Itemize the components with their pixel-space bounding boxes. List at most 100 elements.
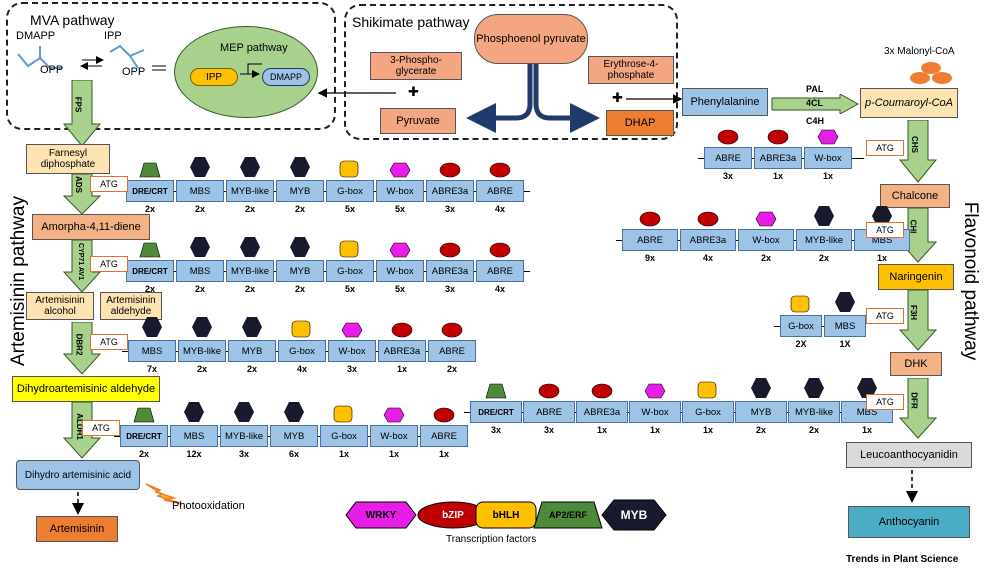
mep-title: MEP pathway [220, 42, 288, 54]
c_cyp-count-7: 4x [494, 284, 505, 294]
c_cyp-count-3: 2x [294, 284, 305, 294]
pyruvate-to-mep-arrow [317, 88, 396, 98]
c_chi-count-0: 9x [644, 253, 655, 263]
c_aldh-element-5: W-box [370, 425, 418, 447]
artemisinin-alcohol-box: Artemisinin alcohol [26, 292, 94, 320]
legend-wrky-label: WRKY [365, 509, 397, 521]
c_aldh-count-3: 6x [288, 449, 299, 459]
c_ads-tf-icon-1 [189, 156, 211, 183]
c_ads-atg-box: ATG [90, 176, 128, 192]
legend-bhlh-symbol [475, 501, 537, 529]
c_dfr-tf-icon-2 [591, 383, 613, 404]
c_cyp-count-5: 5x [394, 284, 405, 294]
c_dfr-element-3: W-box [629, 401, 681, 423]
erythrose-box: Erythrose-4-phosphate [588, 56, 674, 84]
artemisinin-title: Artemisinin pathway [8, 195, 29, 367]
c_aldh-tf-icon-5 [383, 407, 405, 428]
c_cyp-element-4: G-box [326, 260, 374, 282]
c_aldh-element-0: DRE/CRT [120, 425, 168, 447]
c_dbr-tf-icon-3 [291, 320, 311, 343]
c_ads-count-4: 5x [344, 204, 355, 214]
c_chi-tf-icon-1 [697, 211, 719, 232]
c_f3h-atg-box: ATG [866, 308, 904, 324]
c_f3h-count-0: 2X [795, 339, 807, 349]
3-phosphoglycerate-box: 3-Phospho-glycerate [370, 52, 462, 80]
c_chs-count-1: 1x [772, 171, 783, 181]
c_dfr-count-1: 3x [543, 425, 554, 435]
c_cyp-element-2: MYB-like [226, 260, 274, 282]
dihydroartemisinic-aldehyde-box: Dihydroartemisinic aldehyde [12, 376, 160, 402]
f3h-arrow [898, 290, 938, 351]
c_cyp-tf-icon-5 [389, 242, 411, 263]
malonyl-label: 3x Malonyl-CoA [884, 46, 955, 57]
c_dfr-count-2: 1x [596, 425, 607, 435]
c_dfr-count-0: 3x [490, 425, 501, 435]
c_ads-tf-icon-7 [489, 162, 511, 183]
c_aldh-tf-icon-3 [283, 401, 305, 428]
opp-label-1: OPP [40, 64, 64, 76]
c_cyp-count-6: 3x [444, 284, 455, 294]
c_cyp-tf-icon-0 [139, 242, 161, 263]
c_dbr-tf-icon-1 [191, 316, 213, 343]
c_chi-element-1: ABRE3a [680, 229, 736, 251]
c_dfr-count-3: 1x [649, 425, 660, 435]
leucoanthocyanidin-box: Leucoanthocyanidin [846, 442, 972, 468]
mep-ipp-box: IPP [190, 68, 238, 86]
dfr-arrow [898, 378, 938, 439]
pal-label: PAL [806, 84, 824, 94]
c_dbr-tf-icon-0 [141, 316, 163, 343]
c_dfr-element-2: ABRE3a [576, 401, 628, 423]
dhap-box: DHAP [606, 110, 674, 136]
c_dfr-element-1: ABRE [523, 401, 575, 423]
c_dbr-count-3: 4x [296, 364, 307, 374]
c_aldh-tf-icon-6 [433, 407, 455, 428]
c_dbr-count-2: 2x [246, 364, 257, 374]
cyp-label: CYP71 AV1 [76, 243, 84, 280]
c_cyp-element-3: MYB [276, 260, 324, 282]
c_ads-tf-icon-5 [389, 162, 411, 183]
c_f3h-tf-icon-0 [790, 295, 810, 318]
mva-title: MVA pathway [30, 12, 115, 28]
c_aldh-element-1: MBS [170, 425, 218, 447]
c_dfr-tf-icon-6 [803, 377, 825, 404]
c_ads-element-1: MBS [176, 180, 224, 202]
c_dfr-atg-box: ATG [866, 394, 904, 410]
acid-to-artemisinin-arrow [72, 492, 84, 515]
c_dfr-count-7: 1x [861, 425, 872, 435]
c_chs-element-1: ABRE3a [754, 147, 802, 169]
c_cyp-tf-icon-1 [189, 236, 211, 263]
c_aldh-tf-icon-2 [233, 401, 255, 428]
c_dbr-count-6: 2x [446, 364, 457, 374]
malonyl-ellipses [910, 62, 952, 84]
c_dfr-count-5: 2x [755, 425, 766, 435]
c_ads-count-0: 2x [144, 204, 155, 214]
c_aldh-element-3: MYB [270, 425, 318, 447]
c_cyp-count-1: 2x [194, 284, 205, 294]
c_aldh-count-2: 3x [238, 449, 249, 459]
c_aldh-tf-icon-4 [333, 405, 353, 428]
c_dbr-element-4: W-box [328, 340, 376, 362]
c_cyp-tf-icon-7 [489, 242, 511, 263]
c4h-label: C4H [806, 116, 825, 126]
c_cyp-tf-icon-2 [239, 236, 261, 263]
c_chs-tf-icon-0 [717, 129, 739, 150]
c_cyp-count-4: 5x [344, 284, 355, 294]
photooxidation-label: Photooxidation [172, 500, 245, 512]
c_dbr-count-4: 3x [346, 364, 357, 374]
c_aldh-count-4: 1x [338, 449, 349, 459]
c_dfr-tf-icon-1 [538, 383, 560, 404]
c_dbr-element-6: ABRE [428, 340, 476, 362]
c_chs-count-0: 3x [722, 171, 733, 181]
c_aldh-element-6: ABRE [420, 425, 468, 447]
c_chi-count-2: 2x [760, 253, 771, 263]
c_dbr-tf-icon-6 [441, 322, 463, 343]
legend-ap2-symbol [533, 501, 603, 529]
c_dfr-tf-icon-5 [750, 377, 772, 404]
c_dbr-tf-icon-2 [241, 316, 263, 343]
c_ads-count-3: 2x [294, 204, 305, 214]
c_chs-tf-icon-1 [767, 129, 789, 150]
c_dfr-element-4: G-box [682, 401, 734, 423]
c_aldh-tf-icon-1 [183, 401, 205, 428]
dhk-box: DHK [890, 352, 942, 376]
c_chs-atg-box: ATG [866, 140, 904, 156]
